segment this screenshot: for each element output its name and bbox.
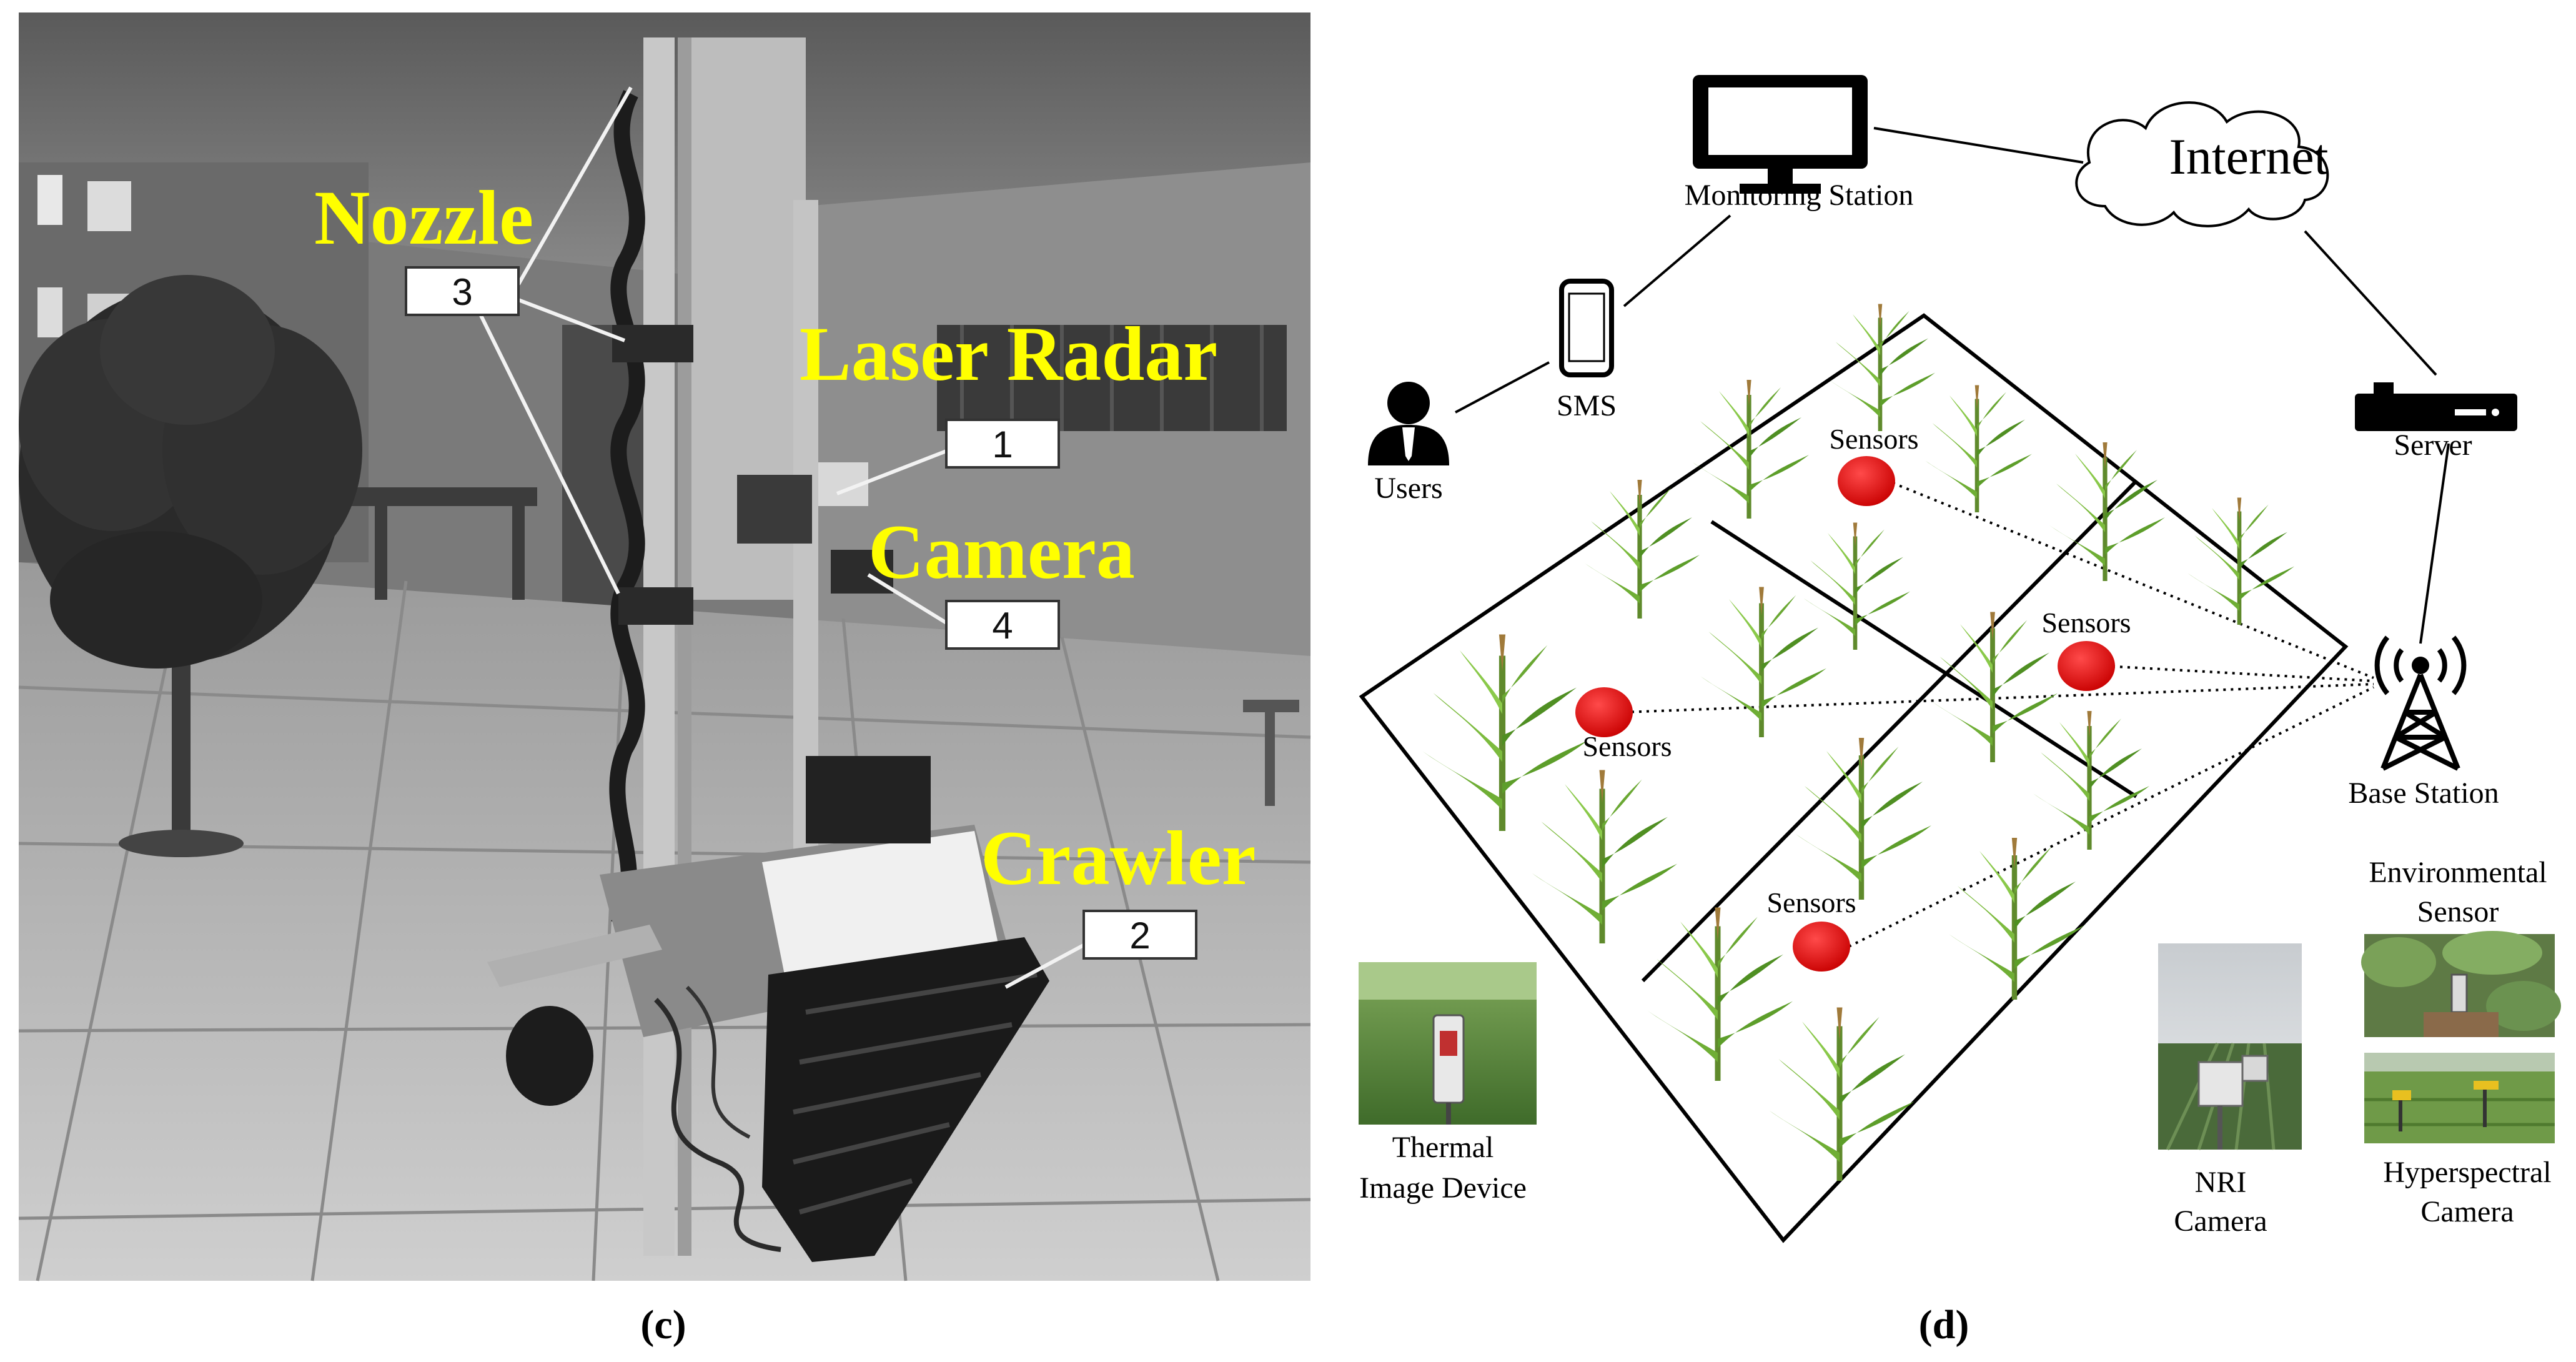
sensor-node — [1575, 687, 1633, 737]
thermal-device-photo — [1359, 962, 1537, 1125]
monitoring-station-label: Monitoring Station — [1685, 179, 1914, 212]
robot — [487, 37, 1049, 1262]
server-icon — [2355, 382, 2517, 431]
environmental-sensor-label-line1: Environmental — [2369, 856, 2547, 889]
sensor-labels: Sensors Sensors Sensors Sensors — [1582, 423, 2131, 918]
svg-text:2: 2 — [1129, 915, 1150, 957]
internet-label: Internet — [2169, 128, 2329, 185]
caption-c: (c) — [640, 1302, 686, 1348]
sensor-links — [1623, 482, 2374, 948]
marker-1: 1 — [945, 419, 1060, 469]
environmental-sensor-photo — [2361, 931, 2561, 1037]
marker-4: 4 — [945, 600, 1060, 650]
cloud-icon — [2075, 101, 2329, 227]
sensor-label: Sensors — [1829, 423, 1918, 455]
hyperspectral-camera-photo — [2364, 1053, 2555, 1143]
left-pointer-lines — [479, 86, 1088, 989]
nri-camera-photo — [2158, 943, 2302, 1151]
marker-2: 2 — [1082, 910, 1197, 960]
svg-text:1: 1 — [992, 424, 1013, 465]
thermal-device-label-line1: Thermal — [1392, 1131, 1494, 1164]
nozzle-label: Nozzle — [314, 175, 533, 261]
sensor-node — [1838, 456, 1895, 506]
base-station-label: Base Station — [2348, 777, 2499, 810]
server-label: Server — [2394, 429, 2472, 462]
thermal-device-label-line2: Image Device — [1359, 1171, 1527, 1205]
sensor-nodes — [1575, 456, 2115, 972]
sensor-node — [2058, 641, 2115, 691]
marker-3: 3 — [405, 266, 520, 316]
sensor-label: Sensors — [1582, 730, 1672, 762]
sensor-label: Sensors — [2041, 607, 2131, 639]
nri-camera-label-line1: NRI — [2195, 1166, 2247, 1199]
sms-label: SMS — [1557, 389, 1617, 422]
sensor-label: Sensors — [1766, 887, 1856, 918]
caption-d: (d) — [1919, 1302, 1969, 1348]
phone-icon — [1559, 279, 1614, 377]
laser-radar-label: Laser Radar — [800, 311, 1217, 397]
field-grid — [1359, 313, 2349, 1243]
camera-label: Camera — [868, 509, 1135, 595]
svg-text:3: 3 — [452, 271, 472, 313]
user-icon — [1368, 382, 1449, 465]
svg-text:4: 4 — [992, 605, 1013, 647]
environmental-sensor-label-line2: Sensor — [2417, 895, 2499, 928]
network-links — [1455, 127, 2450, 644]
hyperspectral-camera-label-line2: Camera — [2420, 1195, 2514, 1228]
tower-icon — [2374, 635, 2467, 771]
tree — [19, 275, 362, 857]
robot-photo — [18, 12, 1311, 1281]
sensor-node — [1793, 922, 1850, 972]
monitor-icon — [1693, 75, 1868, 194]
users-label: Users — [1374, 472, 1442, 505]
crawler-label: Crawler — [981, 815, 1256, 901]
nri-camera-label-line2: Camera — [2174, 1205, 2267, 1238]
hyperspectral-camera-label-line1: Hyperspectral — [2383, 1156, 2551, 1189]
